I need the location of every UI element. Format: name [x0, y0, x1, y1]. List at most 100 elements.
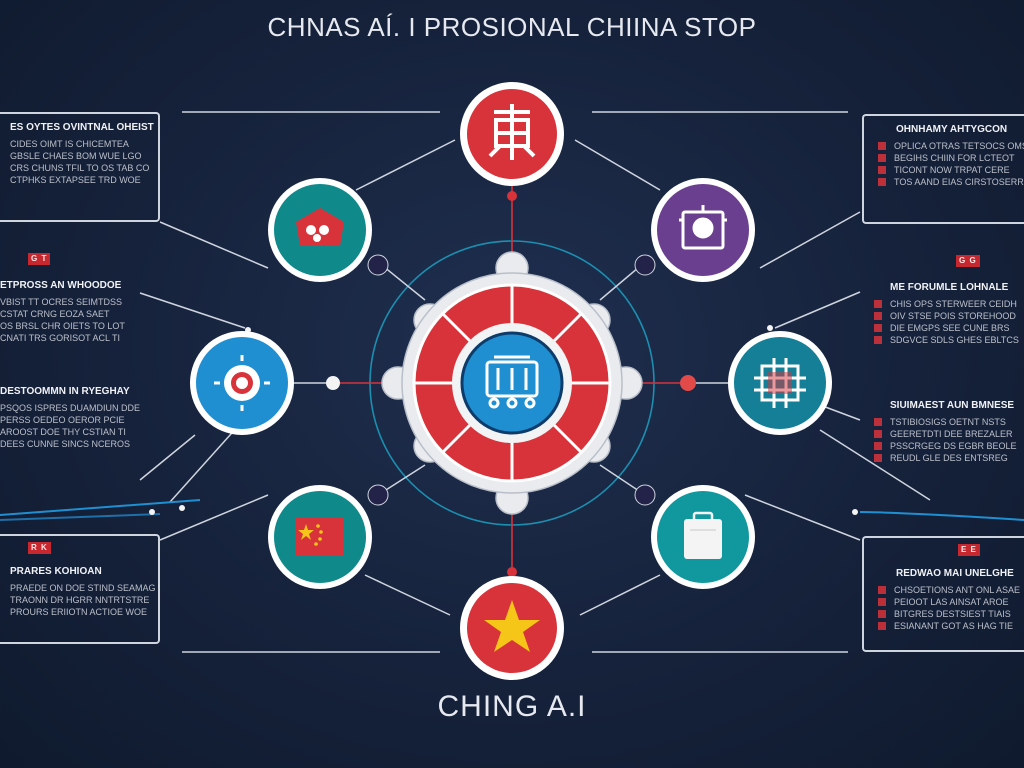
panel-line-text: DIE EMGPS SEE CUNE BRS — [890, 323, 1010, 333]
central-hub[interactable] — [381, 251, 643, 515]
bullet-icon — [874, 300, 882, 308]
page-title: CHNAS AÍ. I PROSIONAL CHIINA STOP — [267, 12, 757, 42]
panel-line-text: PEIOOT LAS AINSAT AROE — [894, 597, 1009, 607]
node-left[interactable] — [190, 331, 294, 435]
tag-left-mid: G T — [28, 253, 51, 265]
panel-right-lower: SIUIMAEST AUN BMNESE TSTIBIOSIGS OETNT N… — [874, 400, 1024, 464]
panel-right-top: OHNHAMY AHTYGCON OPLICA OTRAS TETSOCS OM… — [862, 114, 1024, 224]
panel-line-text: TSTIBIOSIGS OETNT NSTS — [890, 417, 1006, 427]
robot-face-icon — [679, 205, 727, 250]
hub-segments — [414, 285, 610, 481]
panel-left-top: ES OYTES OVINTNAL OHEIST CIDES OIMT IS C… — [0, 112, 160, 222]
panel-heading: SIUIMAEST AUN BMNESE — [890, 400, 1015, 411]
panel-line: PSSCRGEG DS EGBR BEOLE — [874, 440, 1024, 452]
panel-line-text: SDGVCE SDLS GHES EBLTCS — [890, 335, 1019, 345]
bullet-icon — [874, 312, 882, 320]
bullet-icon — [874, 324, 882, 332]
panel-heading: ME FORUMLE LOHNALE — [890, 282, 1009, 293]
panel-line: OPLICA OTRAS TETSOCS OMS — [878, 140, 1024, 152]
bullet-icon — [878, 154, 886, 162]
tag-right-bottom: E E — [958, 544, 980, 556]
panel-line: CSTAT CRNG EOZA SAET — [0, 309, 110, 319]
panel-line: PROURS ERIIOTN ACTIOE WOE — [10, 607, 148, 617]
guide-lines — [139, 111, 931, 653]
panel-heading: DESTOOMMN IN RYEGHAY — [0, 386, 130, 397]
panel-right-bottom: REDWAO MAI UNELGHE CHSOETIONS ANT ONL AS… — [862, 536, 1024, 652]
panel-line: PSQOS ISPRES DUAMDIUN DDE — [0, 403, 141, 413]
panel-line-text: OPLICA OTRAS TETSOCS OMS — [894, 141, 1024, 151]
panel-line: BITGRES DESTSIEST TIAIS — [878, 608, 1014, 620]
node-bottom-left[interactable] — [268, 485, 372, 589]
node-top[interactable] — [460, 82, 564, 186]
panel-left-mid: ETPROSS AN WHOODOE VBIST TT OCRES SEIMTD… — [0, 280, 150, 344]
panel-line-text: OIV STSE POIS STOREHOOD — [890, 311, 1016, 321]
bullet-icon — [878, 586, 886, 594]
panel-line-text: ESIANANT GOT AS HAG TIE — [894, 621, 1014, 631]
panel-heading: REDWAO MAI UNELGHE — [896, 568, 1014, 579]
panel-line-text: BITGRES DESTSIEST TIAIS — [894, 609, 1011, 619]
panel-line: OS BRSL CHR OIETS TO LOT — [0, 321, 125, 331]
panel-line-text: CHSOETIONS ANT ONL ASAE — [894, 585, 1021, 595]
chinese-character-icon — [488, 104, 536, 160]
bullet-icon — [874, 418, 882, 426]
node-top-right[interactable] — [651, 178, 755, 282]
bullet-icon — [874, 442, 882, 450]
panel-line: CHIS OPS STERWEER CEIDH — [874, 298, 1024, 310]
bullet-icon — [878, 178, 886, 186]
panel-line: CRS CHUNS TFIL TO OS TAB CO — [10, 163, 150, 173]
panel-line: GBSLE CHAES BOM WUE LGO — [10, 151, 142, 161]
bullet-icon — [874, 454, 882, 462]
panel-line: GEERETDTI DEE BREZALER — [874, 428, 1024, 440]
panel-line: AROOST DOE THY CSTIAN TI — [0, 427, 126, 437]
panel-left-lower: DESTOOMMN IN RYEGHAY PSQOS ISPRES DUAMDI… — [0, 386, 156, 450]
panel-line-text: REUDL GLE DES ENTSREG — [890, 453, 1008, 463]
panel-line-text: TOS AAND EIAS CIRSTOSERRS — [894, 177, 1024, 187]
node-bottom[interactable] — [460, 576, 564, 680]
bullet-icon — [878, 610, 886, 618]
china-flag-icon — [296, 518, 344, 556]
panel-heading: ES OYTES OVINTNAL OHEIST — [10, 122, 154, 133]
panel-line: DEES CUNNE SINCS NCEROS — [0, 439, 131, 449]
panel-line: REUDL GLE DES ENTSREG — [874, 452, 1024, 464]
panel-line: TOS AAND EIAS CIRSTOSERRS — [878, 176, 1024, 188]
circuit-grid-icon — [754, 358, 806, 408]
pagoda-icon — [296, 208, 344, 246]
panel-line: CHSOETIONS ANT ONL ASAE — [878, 584, 1020, 596]
panel-line: OIV STSE POIS STOREHOOD — [874, 310, 1024, 322]
bullet-icon — [874, 430, 882, 438]
panel-line-text: GEERETDTI DEE BREZALER — [890, 429, 1013, 439]
footer-label: CHING A.I — [437, 690, 587, 723]
bullet-icon — [878, 622, 886, 630]
panel-line: BEGIHS CHIIN FOR LCTEOT — [878, 152, 1015, 164]
panel-line: TICONT NOW TRPAT CERE — [878, 164, 1014, 176]
panel-left-bottom: PRARES KOHIOAN PRAEDE ON DOE STIND SEAMA… — [0, 534, 160, 644]
panel-line: PERSS OEDEO OEROR PCIE — [0, 415, 125, 425]
panel-line: TSTIBIOSIGS OETNT NSTS — [874, 416, 1024, 428]
panel-line-text: PSSCRGEG DS EGBR BEOLE — [890, 441, 1017, 451]
bullet-icon — [878, 166, 886, 174]
gear-chip-icon — [214, 355, 270, 411]
panel-heading: ETPROSS AN WHOODOE — [0, 280, 122, 291]
panel-line-text: BEGIHS CHIIN FOR LCTEOT — [894, 153, 1015, 163]
panel-line: PRAEDE ON DOE STIND SEAMAG — [10, 583, 156, 593]
panel-line: PEIOOT LAS AINSAT AROE — [878, 596, 1014, 608]
panel-line: SDGVCE SDLS GHES EBLTCS — [874, 334, 1024, 346]
node-bottom-right[interactable] — [651, 485, 755, 589]
tag-left-bottom: R K — [28, 542, 51, 554]
tag-right-mid: G G — [956, 255, 980, 267]
document-box-icon — [684, 511, 722, 559]
panel-line: ESIANANT GOT AS HAG TIE — [878, 620, 1014, 632]
panel-line-text: CHIS OPS STERWEER CEIDH — [890, 299, 1017, 309]
star-icon — [484, 600, 540, 652]
panel-line: CIDES OIMT IS CHICEMTEA — [10, 139, 129, 149]
node-top-left[interactable] — [268, 178, 372, 282]
robot-machine-icon — [485, 355, 539, 409]
panel-line: CTPHKS EXTAPSEE TRD WOE — [10, 175, 141, 185]
panel-heading: PRARES KOHIOAN — [10, 566, 102, 577]
node-right[interactable] — [728, 331, 832, 435]
panel-heading: OHNHAMY AHTYGCON — [896, 124, 1008, 135]
panel-line-text: TICONT NOW TRPAT CERE — [894, 165, 1010, 175]
panel-line: TRAONN DR HGRR NNTRTSTRE — [10, 595, 150, 605]
